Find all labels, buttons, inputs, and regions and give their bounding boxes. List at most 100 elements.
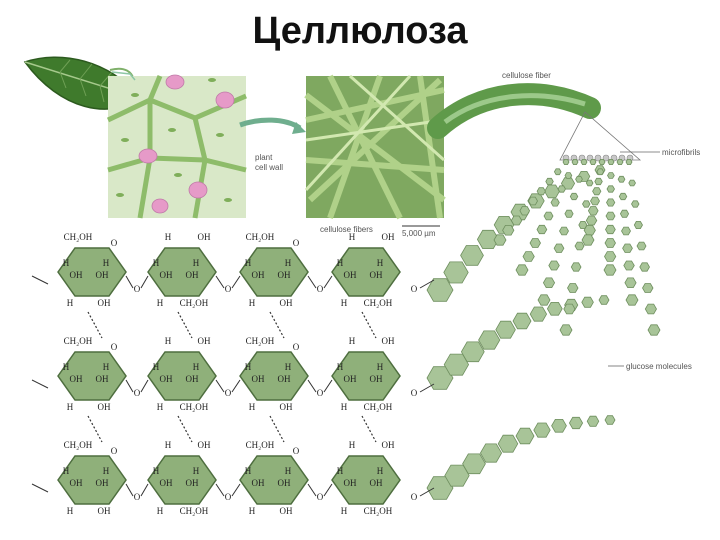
chain-right-bond: [419, 487, 435, 497]
glucose-bead: [460, 341, 485, 363]
glucose-bead: [542, 277, 556, 289]
glucose-bead: [571, 158, 579, 166]
ring-hexagon: [57, 351, 127, 401]
ch2oh-label: CH₂OH: [364, 506, 393, 516]
microfibril-chain: [559, 158, 597, 336]
glycosidic-bond: [307, 379, 317, 393]
glucose-bead: [625, 294, 639, 306]
oh-label: OH: [370, 374, 383, 384]
oh-label: OH: [98, 298, 111, 308]
oh-label: OH: [98, 506, 111, 516]
h-label: H: [153, 258, 160, 268]
glucose-bead: [570, 262, 582, 272]
ch2oh-label: CH₂OH: [180, 402, 209, 412]
oh-label: OH: [186, 478, 199, 488]
glucose-bead: [462, 453, 486, 475]
chain-left-bond: [31, 483, 49, 493]
glucose-bead: [543, 211, 554, 221]
oh-label: OH: [70, 270, 83, 280]
h-label: H: [245, 466, 252, 476]
hydrogen-bond: [269, 415, 285, 443]
ring-hexagon: [331, 351, 401, 401]
microfibril-chain: [625, 158, 661, 336]
oh-label: OH: [344, 270, 357, 280]
bridge-oxygen-label: O: [225, 284, 232, 294]
oh-label: OH: [160, 270, 173, 280]
h-label: H: [193, 466, 200, 476]
microfibril-chain: [581, 158, 606, 246]
oh-label: OH: [198, 440, 211, 450]
glucose-bead: [476, 229, 500, 250]
glucose-bead: [502, 224, 515, 236]
ring-hexagon: [239, 247, 309, 297]
glucose-bead: [560, 177, 576, 190]
ring-hexagon: [147, 247, 217, 297]
glucose-bead: [633, 220, 643, 230]
glucose-bead: [544, 184, 560, 199]
oh-label: OH: [280, 402, 293, 412]
glucose-bead: [628, 179, 636, 187]
glucose-bead: [545, 177, 554, 186]
glucose-bead: [564, 172, 573, 179]
glucose-bead: [616, 158, 624, 166]
glucose-bead: [546, 301, 563, 316]
glucose-bead: [604, 238, 616, 248]
h-label: H: [245, 258, 252, 268]
o-label: O: [111, 342, 118, 352]
glucose-bead: [642, 283, 654, 293]
oh-label: OH: [186, 270, 199, 280]
cellulose-fibers-panel: [304, 74, 446, 220]
ring-hexagon: [147, 455, 217, 505]
glucose-bead: [596, 168, 605, 176]
glucose-bead: [515, 264, 529, 276]
ch2oh-label: CH₂OH: [246, 440, 275, 450]
oh-label: OH: [280, 506, 293, 516]
glucose-bead: [580, 158, 588, 166]
glycosidic-bond: [125, 483, 134, 497]
glucose-bead: [529, 306, 548, 322]
glucose-bead: [536, 187, 546, 196]
glucose-bead: [619, 209, 630, 218]
h-label: H: [337, 362, 344, 372]
o-label: O: [111, 446, 118, 456]
glucose-bead: [497, 434, 519, 453]
glycosidic-bond: [125, 275, 134, 289]
glucose-bead: [644, 303, 657, 315]
glucose-bead: [510, 215, 523, 226]
h-label: H: [63, 466, 70, 476]
glucose-molecules-label: glucose molecules: [626, 362, 692, 371]
cell-wall-label: cell wall: [255, 163, 283, 172]
glucose-bead: [607, 158, 615, 166]
glucose-bead: [607, 172, 615, 179]
h-label: H: [165, 232, 172, 242]
glycosidic-bond: [231, 483, 241, 497]
ring-hexagon: [57, 247, 127, 297]
cellulose-fiber-label: cellulose fiber: [502, 71, 551, 80]
microfibril-chain: [616, 158, 639, 306]
glucose-bead: [636, 241, 647, 251]
oh-label: OH: [370, 478, 383, 488]
bridge-oxygen-label: O: [317, 388, 324, 398]
h-label: H: [377, 466, 384, 476]
glycosidic-bond: [215, 379, 225, 393]
ch2oh-label: CH₂OH: [64, 232, 93, 242]
terminal-oxygen-label: O: [411, 284, 418, 294]
oh-label: OH: [382, 336, 395, 346]
h-label: H: [349, 440, 356, 450]
glucose-bead: [562, 158, 570, 166]
oh-label: OH: [70, 374, 83, 384]
hydrogen-bond: [87, 415, 103, 443]
microfibril-chain: [537, 158, 588, 306]
h-label: H: [157, 402, 164, 412]
oh-label: OH: [198, 232, 211, 242]
glucose-bead: [426, 278, 454, 302]
microfibril-chain: [493, 158, 570, 246]
ch2oh-label: CH₂OH: [364, 298, 393, 308]
bridge-oxygen-label: O: [134, 284, 141, 294]
h-label: H: [67, 402, 74, 412]
h-label: H: [245, 362, 252, 372]
